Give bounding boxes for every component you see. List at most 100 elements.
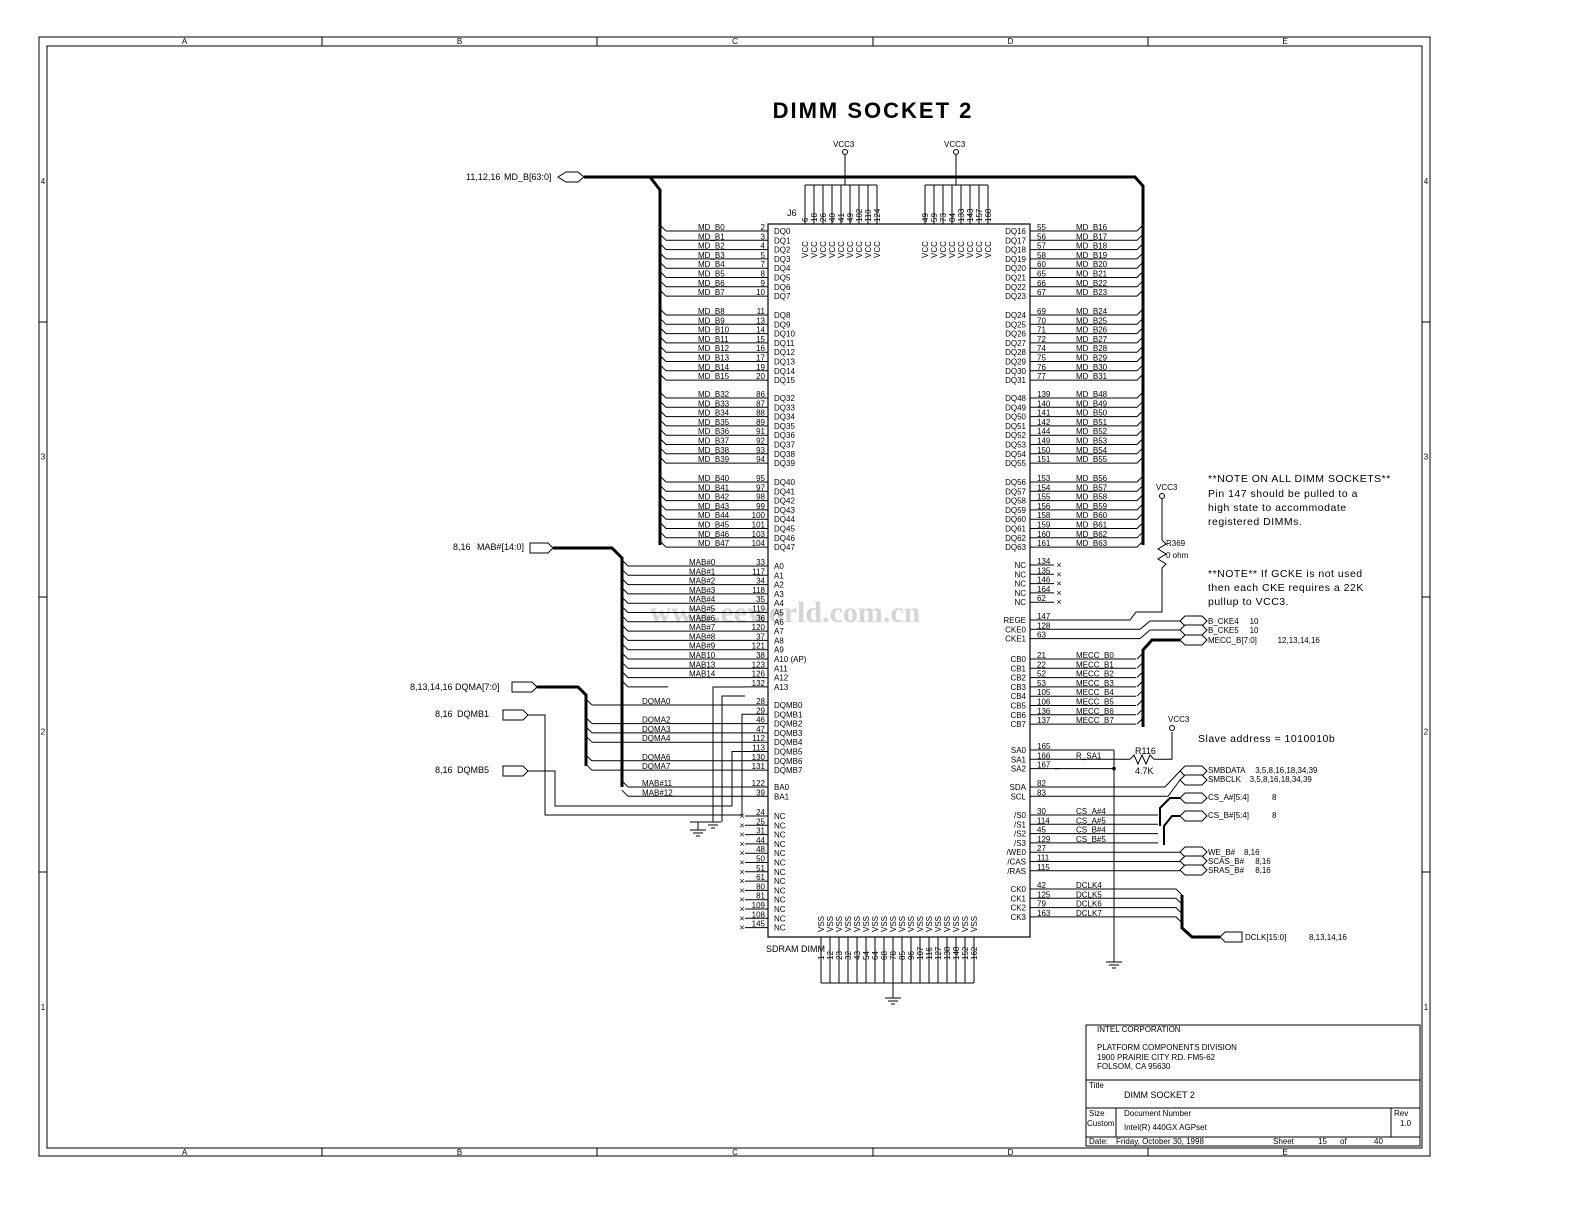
zone-label: 1 (41, 1003, 46, 1012)
net-label: MD_B23 (1076, 288, 1108, 297)
pin-name: DQ18 (1005, 246, 1026, 255)
zone-label: 3 (41, 453, 46, 462)
pin-name: CK2 (1010, 904, 1026, 913)
net-label: MD_B9 (698, 316, 725, 325)
net-label: MD_B2 (698, 242, 725, 251)
r369-ref: R369 (1166, 539, 1186, 548)
net-label: MD_B62 (1076, 530, 1108, 539)
size-value: Custom (1087, 1119, 1115, 1128)
bus-entry (1136, 438, 1144, 445)
pin-name: /S1 (1014, 820, 1027, 829)
pin-name: DQ43 (774, 506, 795, 515)
bus-entry (659, 540, 668, 548)
zone-label: D (1008, 37, 1014, 46)
bus-entry (621, 652, 668, 660)
pin-name: DQ57 (1005, 487, 1026, 496)
net-label: MD_B28 (1076, 344, 1108, 353)
net-label: DQMA3 (642, 725, 671, 734)
pin-number: 103 (752, 530, 766, 539)
pin-number: 66 (1037, 279, 1046, 288)
pin-name: DQMB1 (774, 710, 803, 719)
pin-name: CB2 (1010, 674, 1026, 683)
pin-name: NC (774, 821, 786, 830)
pin-number: 48 (756, 845, 765, 854)
pin-number: 91 (756, 427, 765, 436)
zone-label: 2 (41, 728, 46, 737)
pin-number: 77 (1037, 372, 1046, 381)
bus-entry (621, 606, 668, 613)
pin-number: 93 (756, 446, 765, 455)
port-ref: 12,13,14,16 (1278, 636, 1321, 645)
vcc-pin-name: VCC (921, 241, 930, 258)
pin-name: DQ45 (774, 525, 795, 534)
bus-entry (621, 587, 668, 595)
bus-entry (1136, 456, 1144, 464)
vss-pin-number: 96 (907, 951, 916, 960)
net-label: MD_B45 (698, 521, 730, 530)
pin-name: DQ25 (1005, 320, 1026, 329)
vcc-label-r369: VCC3 (1156, 483, 1178, 492)
vss-pin-name: VSS (961, 916, 970, 932)
zone-label: A (182, 1148, 188, 1157)
vcc-pin-name: VCC (873, 241, 882, 258)
pin-name: DQMB5 (774, 748, 803, 757)
pin-name: DQMB7 (774, 766, 803, 775)
pin-name: CB3 (1010, 683, 1026, 692)
vss-pin-number: 54 (862, 951, 871, 960)
pin-name: DQ46 (774, 534, 795, 543)
pin-name: DQ48 (1005, 394, 1026, 403)
nc-marker: × (739, 858, 744, 868)
pin-name: DQ50 (1005, 413, 1026, 422)
pin-number: 61 (756, 873, 765, 882)
pin-number: 101 (752, 521, 766, 530)
vcc-pin-number: 73 (939, 213, 948, 222)
pin-number: 141 (1037, 409, 1051, 418)
page-title: DIMM SOCKET 2 (773, 98, 974, 123)
note-line: **NOTE ON ALL DIMM SOCKETS** (1208, 473, 1391, 485)
dqmb5-port (502, 765, 529, 777)
net-label: CS_A#4 (1076, 807, 1106, 816)
net-label: MD_B36 (698, 427, 730, 436)
pin-number: 123 (752, 660, 766, 669)
rege-wire (1054, 568, 1163, 621)
bus-entry (659, 456, 668, 464)
md-bus-label: MD_B[63:0] (504, 172, 552, 182)
pin-name: DQ61 (1005, 525, 1026, 534)
bus-entry (585, 726, 593, 734)
net-label: MD_B47 (698, 539, 730, 548)
pin-name: DQ49 (1005, 403, 1026, 412)
dqmb1-label: DQMB1 (457, 709, 489, 719)
pin-name: DQMB4 (774, 738, 803, 747)
pin-number: 52 (1037, 670, 1046, 679)
bus-entry (659, 503, 668, 511)
net-label: DCLK7 (1076, 909, 1102, 918)
pin-number: 25 (756, 817, 765, 826)
pin-name: DQ24 (1005, 311, 1026, 320)
pin-number: 155 (1037, 493, 1051, 502)
pin-number: 151 (1037, 455, 1051, 464)
mab-bus-label: MAB#[14:0] (477, 542, 524, 552)
pin-number: 139 (1037, 390, 1051, 399)
net-label: MAB14 (689, 670, 716, 679)
net-label: MD_B60 (1076, 511, 1108, 520)
pin-name: CKE0 (1005, 625, 1026, 634)
net-label: DQMA0 (642, 697, 671, 706)
note-line: registered DIMMs. (1208, 516, 1302, 528)
pin-number: 16 (756, 344, 765, 353)
pin-number: 75 (1037, 354, 1046, 363)
net-label: MD_B61 (1076, 521, 1108, 530)
pin-number: 89 (756, 418, 765, 427)
vcc-terminal (842, 149, 848, 155)
net-label: MD_B38 (698, 446, 730, 455)
pin-number: 163 (1037, 909, 1051, 918)
bus-entry (1136, 308, 1144, 316)
pin-name: NC (774, 886, 786, 895)
pin-number: 129 (1037, 835, 1051, 844)
pin-name: DQ29 (1005, 358, 1026, 367)
cke1-wire (1054, 629, 1180, 640)
dclk-bus-port (1219, 931, 1243, 943)
dclk-wire (1054, 916, 1183, 924)
pin-number: 69 (1037, 307, 1046, 316)
bus-entry (659, 494, 668, 502)
bus-entry (621, 568, 668, 576)
